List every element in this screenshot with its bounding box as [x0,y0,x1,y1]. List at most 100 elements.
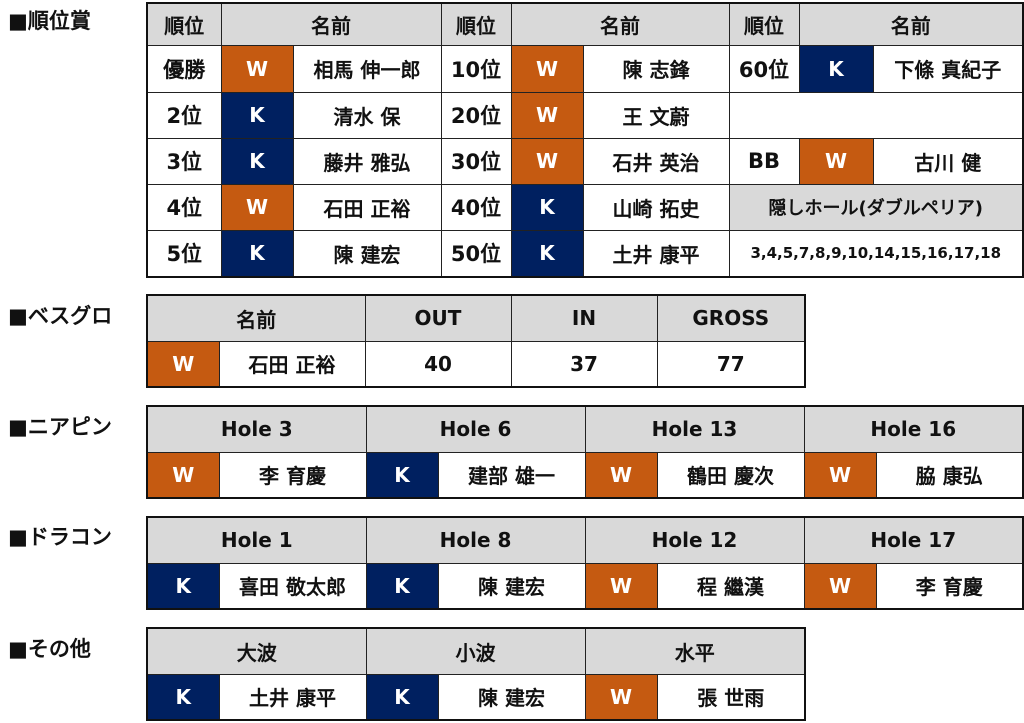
team-badge: K [798,44,874,93]
rank-cell: 5位 [146,229,222,278]
hole-header: Hole 8 [365,516,586,564]
player-name: 土井 康平 [218,673,367,721]
rank-cell: 優勝 [146,44,222,93]
table-row: K 土井 康平 K 陳 建宏 W 張 世雨 [146,673,806,721]
team-badge: W [803,451,877,499]
hole-header: Hole 16 [803,405,1024,453]
rank-cell: 20位 [440,91,512,139]
table-row: W 石田 正裕 40 37 77 [146,340,806,388]
team-badge: W [584,673,658,721]
player-name: 石井 英治 [582,137,730,185]
hole-header: Hole 3 [146,405,367,453]
team-badge: W [510,91,584,139]
player-name: 石田 正裕 [292,183,442,231]
header-name: 名前 [146,294,366,342]
table-row: W 李 育慶 K 建部 雄一 W 鶴田 慶次 W 脇 康弘 [146,451,1024,499]
hidden-holes-list: 3,4,5,7,8,9,10,14,15,16,17,18 [728,229,1024,278]
rank-cell: BB [728,137,800,185]
player-name: 陳 志鋒 [582,44,730,93]
rank-cell: 30位 [440,137,512,185]
header-name: 名前 [220,2,442,46]
player-name: 脇 康弘 [875,451,1024,499]
player-name: 下條 真紀子 [872,44,1024,93]
header-in: IN [510,294,658,342]
rank-cell: 2位 [146,91,222,139]
hole-header: Hole 6 [365,405,586,453]
award-header: 小波 [365,627,586,675]
header-gross: GROSS [656,294,806,342]
best-gross-table: 名前 OUT IN GROSS W 石田 正裕 40 37 77 [146,294,806,388]
team-badge: W [510,44,584,93]
player-name: 李 育慶 [218,451,367,499]
table-row: 5位 K 陳 建宏 50位 K 土井 康平 3,4,5,7,8,9,10,14,… [146,229,1024,278]
hole-header: Hole 17 [803,516,1024,564]
player-name: 山崎 拓史 [582,183,730,231]
player-name: 相馬 伸一郎 [292,44,442,93]
team-badge: K [220,229,294,278]
rank-cell: 40位 [440,183,512,231]
section-label-ranking: ■順位賞 [8,9,91,33]
player-name: 陳 建宏 [437,562,586,610]
rank-cell: 3位 [146,137,222,185]
score-gross: 77 [656,340,806,388]
empty-cell [728,91,1024,139]
player-name: 古川 健 [872,137,1024,185]
table-row: K 喜田 敬太郎 K 陳 建宏 W 程 繼漢 W 李 育慶 [146,562,1024,610]
rank-cell: 4位 [146,183,222,231]
player-name: 李 育慶 [875,562,1024,610]
team-badge: W [220,183,294,231]
score-out: 40 [364,340,512,388]
player-name: 陳 建宏 [292,229,442,278]
team-badge: W [220,44,294,93]
header-rank: 順位 [146,2,222,46]
team-badge: K [365,451,439,499]
team-badge: K [146,673,220,721]
header-rank: 順位 [728,2,800,46]
player-name: 清水 保 [292,91,442,139]
hole-header: Hole 13 [584,405,805,453]
player-name: 鶴田 慶次 [656,451,805,499]
rank-cell: 60位 [728,44,800,93]
team-badge: W [584,562,658,610]
section-label-drive: ■ドラコン [8,525,112,549]
drive-table: Hole 1 Hole 8 Hole 12 Hole 17 K 喜田 敬太郎 K… [146,516,1024,610]
player-name: 陳 建宏 [437,673,586,721]
player-name: 土井 康平 [582,229,730,278]
award-header: 大波 [146,627,367,675]
player-name: 喜田 敬太郎 [218,562,367,610]
hole-header: Hole 1 [146,516,367,564]
player-name: 程 繼漢 [656,562,805,610]
team-badge: K [365,562,439,610]
header-out: OUT [364,294,512,342]
team-badge: W [584,451,658,499]
table-row: 4位 W 石田 正裕 40位 K 山崎 拓史 隠しホール(ダブルペリア) [146,183,1024,231]
player-name: 建部 雄一 [437,451,586,499]
team-badge: W [510,137,584,185]
team-badge: K [365,673,439,721]
team-badge: W [803,562,877,610]
player-name: 王 文蔚 [582,91,730,139]
section-label-near-pin: ■ニアピン [8,415,112,439]
header-name: 名前 [798,2,1024,46]
table-row: 優勝 W 相馬 伸一郎 10位 W 陳 志鋒 60位 K 下條 真紀子 [146,44,1024,93]
team-badge: W [146,340,220,388]
player-name: 藤井 雅弘 [292,137,442,185]
section-label-best-gross: ■ベスグロ [8,304,113,328]
ranking-table: 順位 名前 順位 名前 順位 名前 優勝 W 相馬 伸一郎 10位 W 陳 志鋒… [146,2,1024,278]
team-badge: K [510,229,584,278]
rank-cell: 10位 [440,44,512,93]
team-badge: K [146,562,220,610]
player-name: 張 世雨 [656,673,806,721]
header-name: 名前 [510,2,730,46]
award-header: 水平 [584,627,806,675]
near-pin-table: Hole 3 Hole 6 Hole 13 Hole 16 W 李 育慶 K 建… [146,405,1024,499]
table-row: 2位 K 清水 保 20位 W 王 文蔚 [146,91,1024,139]
team-badge: K [510,183,584,231]
team-badge: K [220,137,294,185]
team-badge: W [146,451,220,499]
team-badge: K [220,91,294,139]
hidden-holes-title: 隠しホール(ダブルペリア) [728,183,1024,231]
player-name: 石田 正裕 [218,340,366,388]
section-label-other: ■その他 [8,637,91,661]
score-in: 37 [510,340,658,388]
